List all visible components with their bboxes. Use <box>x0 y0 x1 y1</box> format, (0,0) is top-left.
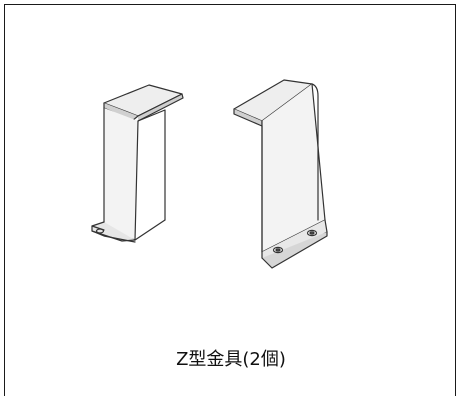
figure-frame <box>4 4 456 396</box>
z-bracket-right <box>233 79 328 269</box>
z-bracket-left <box>91 84 184 243</box>
caption-text: Z型金具(2個) <box>176 349 286 370</box>
figure-caption: Z型金具(2個) <box>0 349 462 371</box>
